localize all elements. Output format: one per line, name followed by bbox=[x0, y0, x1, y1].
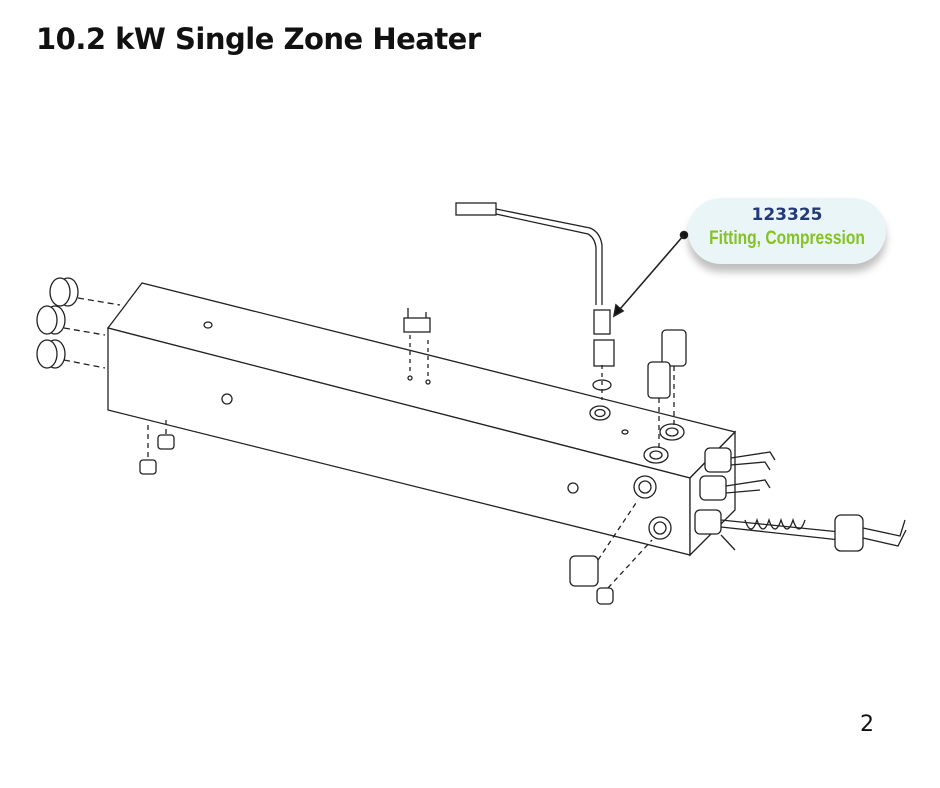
part-number: 123325 bbox=[751, 205, 823, 225]
top-ports bbox=[203, 321, 685, 464]
page-title: 10.2 kW Single Zone Heater bbox=[36, 22, 481, 56]
part-callout: 123325 Fitting, Compression bbox=[688, 198, 886, 264]
callout-leader bbox=[612, 230, 689, 318]
thermostat-bracket bbox=[403, 308, 431, 385]
side-plugs bbox=[569, 499, 653, 605]
bottom-plugs bbox=[139, 420, 175, 475]
heating-elements bbox=[694, 447, 907, 552]
side-ports bbox=[221, 393, 672, 540]
page-number: 2 bbox=[860, 712, 874, 737]
end-plugs bbox=[36, 277, 121, 369]
top-fittings bbox=[647, 329, 687, 448]
part-description: Fitting, Compression bbox=[709, 228, 865, 249]
temperature-sensor bbox=[455, 202, 615, 400]
